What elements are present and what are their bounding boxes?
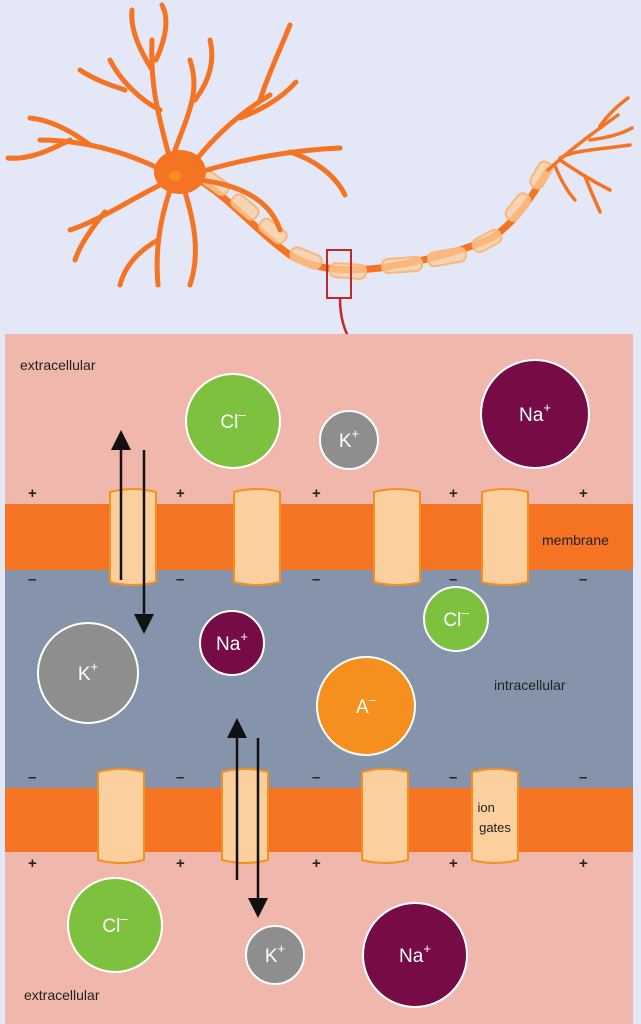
ion-na: Na+ <box>199 610 265 676</box>
neuron-illustration <box>5 2 634 288</box>
positive-sign: + <box>579 485 588 502</box>
negative-sign: – <box>176 571 184 588</box>
positive-sign: + <box>449 485 458 502</box>
ion-na: Na+ <box>362 902 468 1008</box>
axon <box>192 166 552 274</box>
ion-gate <box>109 488 157 586</box>
ion-k: K+ <box>37 622 139 724</box>
ion-gate <box>97 768 145 864</box>
negative-sign: – <box>312 571 320 588</box>
svg-text:Na+: Na+ <box>519 400 551 426</box>
ion-gate <box>221 768 269 864</box>
svg-text:K+: K+ <box>339 426 359 452</box>
axon-terminals <box>546 96 634 214</box>
ion-cl: Cl– <box>185 373 281 469</box>
ions: Cl– K+ Na+ Cl– Na+ K+ A– Cl– <box>37 359 590 1008</box>
membrane-top <box>5 504 633 570</box>
intracellular-label: intracellular <box>494 677 566 693</box>
membrane-label: membrane <box>542 532 609 548</box>
charge-signs: + + + + + – – – – – – – – – – + + + + + <box>28 485 588 872</box>
positive-sign: + <box>176 485 185 502</box>
positive-sign: + <box>176 855 185 872</box>
svg-text:A–: A– <box>356 692 377 718</box>
myelin-sheaths <box>200 160 553 280</box>
ion-flow-arrows <box>111 430 268 918</box>
negative-sign: – <box>28 769 36 786</box>
negative-sign: – <box>312 769 320 786</box>
negative-sign: – <box>176 769 184 786</box>
svg-text:Cl–: Cl– <box>443 605 469 631</box>
positive-sign: + <box>312 485 321 502</box>
negative-sign: – <box>579 571 587 588</box>
extracellular-top-label: extracellular <box>20 357 96 373</box>
soma <box>154 150 206 194</box>
ion-gate <box>471 768 519 864</box>
negative-sign: – <box>449 571 457 588</box>
negative-sign: – <box>579 769 587 786</box>
ion-gates-bottom <box>97 768 519 864</box>
extracellular-bottom-label: extracellular <box>24 987 100 1003</box>
svg-text:Cl–: Cl– <box>102 911 128 937</box>
svg-text:K+: K+ <box>265 941 285 967</box>
svg-text:Na+: Na+ <box>399 941 431 967</box>
dendrites <box>5 2 348 288</box>
nucleus <box>169 171 181 181</box>
negative-sign: – <box>28 571 36 588</box>
positive-sign: + <box>28 485 37 502</box>
ion-gate <box>373 488 421 586</box>
ion-a: A– <box>316 656 416 756</box>
ion-k: K+ <box>319 410 379 470</box>
svg-text:Na+: Na+ <box>216 629 248 655</box>
positive-sign: + <box>579 855 588 872</box>
negative-sign: – <box>449 769 457 786</box>
positive-sign: + <box>449 855 458 872</box>
ion-cl: Cl– <box>67 877 163 973</box>
svg-text:Cl–: Cl– <box>220 407 246 433</box>
svg-text:K+: K+ <box>78 659 98 685</box>
ion-gate <box>233 488 281 586</box>
ion-gate <box>481 488 529 586</box>
ion-na: Na+ <box>480 359 590 469</box>
ion-gates-label: ion gates <box>478 800 512 835</box>
ion-k: K+ <box>245 925 305 985</box>
positive-sign: + <box>312 855 321 872</box>
ion-cl: Cl– <box>423 586 489 652</box>
ion-gate <box>361 768 409 864</box>
positive-sign: + <box>28 855 37 872</box>
